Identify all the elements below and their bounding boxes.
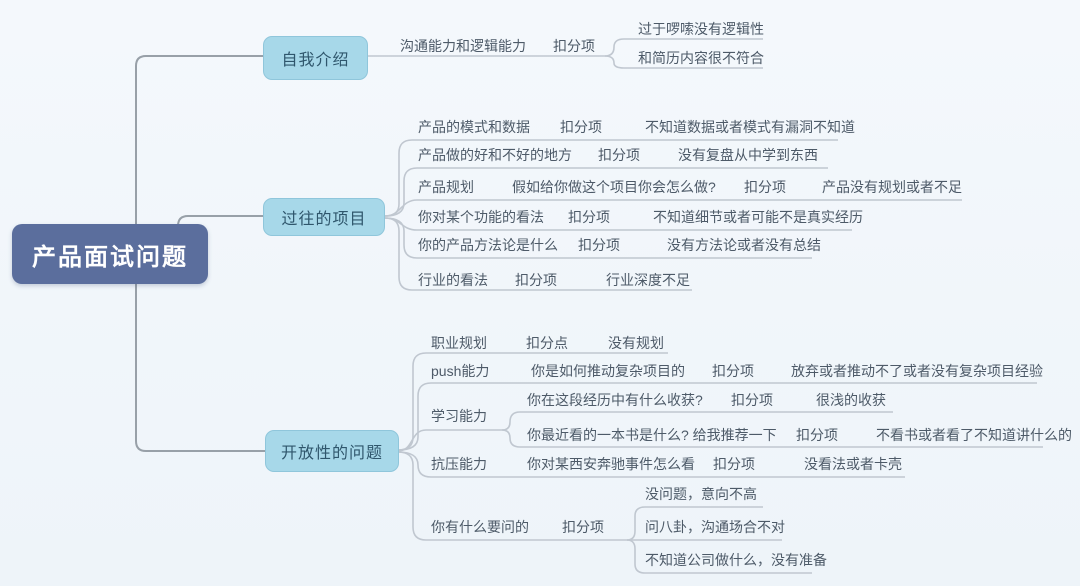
issue-label[interactable]: 没有方法论或者没有总结 xyxy=(667,237,821,253)
issue-label[interactable]: 不知道公司做什么，没有准备 xyxy=(645,552,827,568)
topic-label[interactable]: 你的产品方法论是什么 xyxy=(418,237,558,253)
deduction-tag[interactable]: 扣分项 xyxy=(568,209,610,225)
topic-label[interactable]: 你对某个功能的看法 xyxy=(418,209,544,225)
deduction-tag[interactable]: 扣分项 xyxy=(560,119,602,135)
issue-label[interactable]: 不知道数据或者模式有漏洞不知道 xyxy=(645,119,855,135)
question-label[interactable]: 你是如何推动复杂项目的 xyxy=(531,363,685,379)
issue-label[interactable]: 不看书或者看了不知道讲什么的 xyxy=(876,427,1072,443)
topic-label[interactable]: 职业规划 xyxy=(431,335,487,351)
deduction-tag[interactable]: 扣分项 xyxy=(713,456,755,472)
topic-label[interactable]: 抗压能力 xyxy=(431,456,487,472)
deduction-tag[interactable]: 扣分项 xyxy=(796,427,838,443)
deduction-tag[interactable]: 扣分项 xyxy=(515,272,557,288)
question-label[interactable]: 你对某西安奔驰事件怎么看 xyxy=(527,456,695,472)
root-node[interactable]: 产品面试问题 xyxy=(12,224,208,284)
deduction-tag[interactable]: 扣分项 xyxy=(562,519,604,535)
deduction-tag[interactable]: 扣分项 xyxy=(731,392,773,408)
deduction-tag[interactable]: 扣分项 xyxy=(712,363,754,379)
topic-label[interactable]: 你有什么要问的 xyxy=(431,519,529,535)
issue-label[interactable]: 和简历内容很不符合 xyxy=(638,50,764,66)
deduction-tag[interactable]: 扣分项 xyxy=(598,147,640,163)
topic-label[interactable]: 产品做的好和不好的地方 xyxy=(418,147,572,163)
issue-label[interactable]: 过于啰嗦没有逻辑性 xyxy=(638,21,764,37)
branch1-lines xyxy=(368,38,763,69)
issue-label[interactable]: 放弃或者推动不了或者没有复杂项目经验 xyxy=(791,363,1043,379)
branch-node-self-intro[interactable]: 自我介绍 xyxy=(263,36,368,80)
topic-label[interactable]: 产品规划 xyxy=(418,179,474,195)
issue-label[interactable]: 问八卦，沟通场合不对 xyxy=(645,519,785,535)
question-label[interactable]: 你在这段经历中有什么收获? xyxy=(527,392,703,408)
deduction-tag[interactable]: 扣分项 xyxy=(744,179,786,195)
deduction-tag[interactable]: 扣分点 xyxy=(526,335,568,351)
issue-label[interactable]: 没问题，意向不高 xyxy=(645,486,757,502)
issue-label[interactable]: 很浅的收获 xyxy=(816,392,886,408)
deduction-tag[interactable]: 扣分项 xyxy=(553,38,595,54)
topic-label[interactable]: push能力 xyxy=(431,363,490,379)
issue-label[interactable]: 没有复盘从中学到东西 xyxy=(678,147,818,163)
question-label[interactable]: 你最近看的一本书是什么? 给我推荐一下 xyxy=(527,427,777,443)
issue-label[interactable]: 产品没有规划或者不足 xyxy=(822,179,962,195)
branch3-lines xyxy=(397,352,1043,574)
topic-label[interactable]: 学习能力 xyxy=(431,408,487,424)
topic-label[interactable]: 行业的看法 xyxy=(418,272,488,288)
issue-label[interactable]: 没看法或者卡壳 xyxy=(804,456,902,472)
issue-label[interactable]: 不知道细节或者可能不是真实经历 xyxy=(653,209,863,225)
issue-label[interactable]: 没有规划 xyxy=(608,335,664,351)
question-label[interactable]: 假如给你做这个项目你会怎么做? xyxy=(512,179,716,195)
topic-label[interactable]: 产品的模式和数据 xyxy=(418,119,530,135)
branch2-lines xyxy=(384,139,962,291)
branch-node-open-questions[interactable]: 开放性的问题 xyxy=(265,430,399,472)
topic-label[interactable]: 沟通能力和逻辑能力 xyxy=(400,38,526,54)
deduction-tag[interactable]: 扣分项 xyxy=(578,237,620,253)
issue-label[interactable]: 行业深度不足 xyxy=(606,272,690,288)
branch-node-past-projects[interactable]: 过往的项目 xyxy=(263,198,385,236)
